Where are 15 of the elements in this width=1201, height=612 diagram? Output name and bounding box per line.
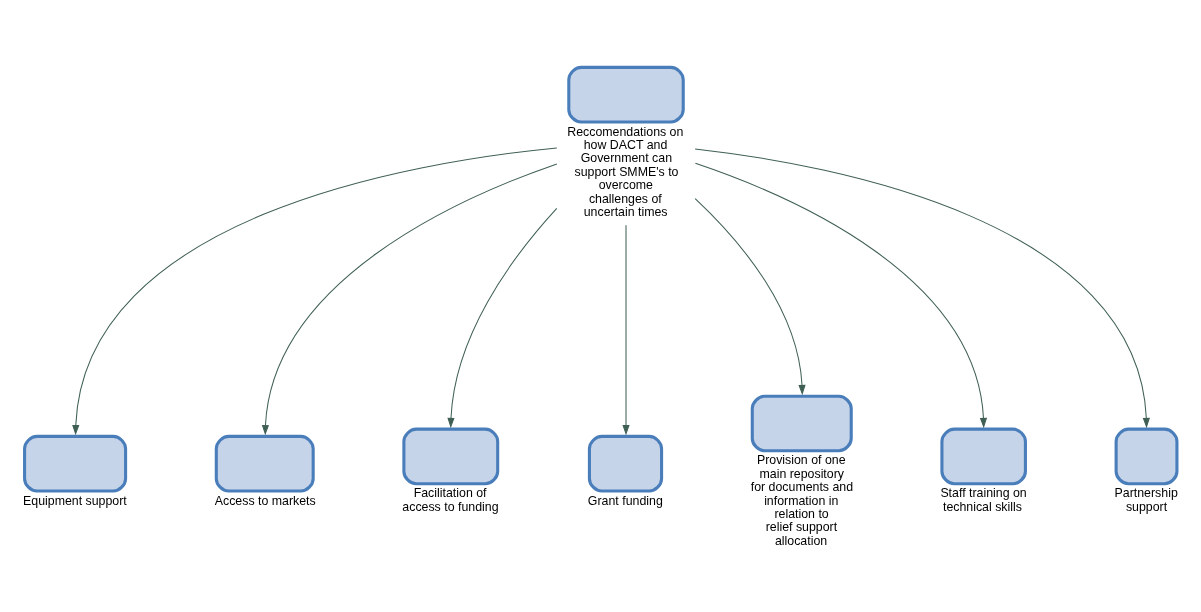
arrow [72,146,558,435]
arrow [694,162,988,428]
node-label: Facilitation of access to funding [402,485,499,514]
node-label: Staff training on technical skills [940,485,1027,514]
node-label: Partnership support [1114,485,1178,514]
arrow [261,162,558,435]
arrow [694,147,1150,428]
node-label: Provision of one main repository for documents and information in relation to relief support allocation [750,452,854,548]
node-label: Grant funding [587,493,663,507]
node-label: Reccomendations on how DACT and Government can support SMME's to overcome challenges of uncertain times [567,124,684,219]
node-label: Equipment support [23,493,127,507]
node-label: Access to markets [214,493,316,507]
arrow [447,207,558,428]
arrow [622,224,630,435]
arrow [694,197,806,395]
